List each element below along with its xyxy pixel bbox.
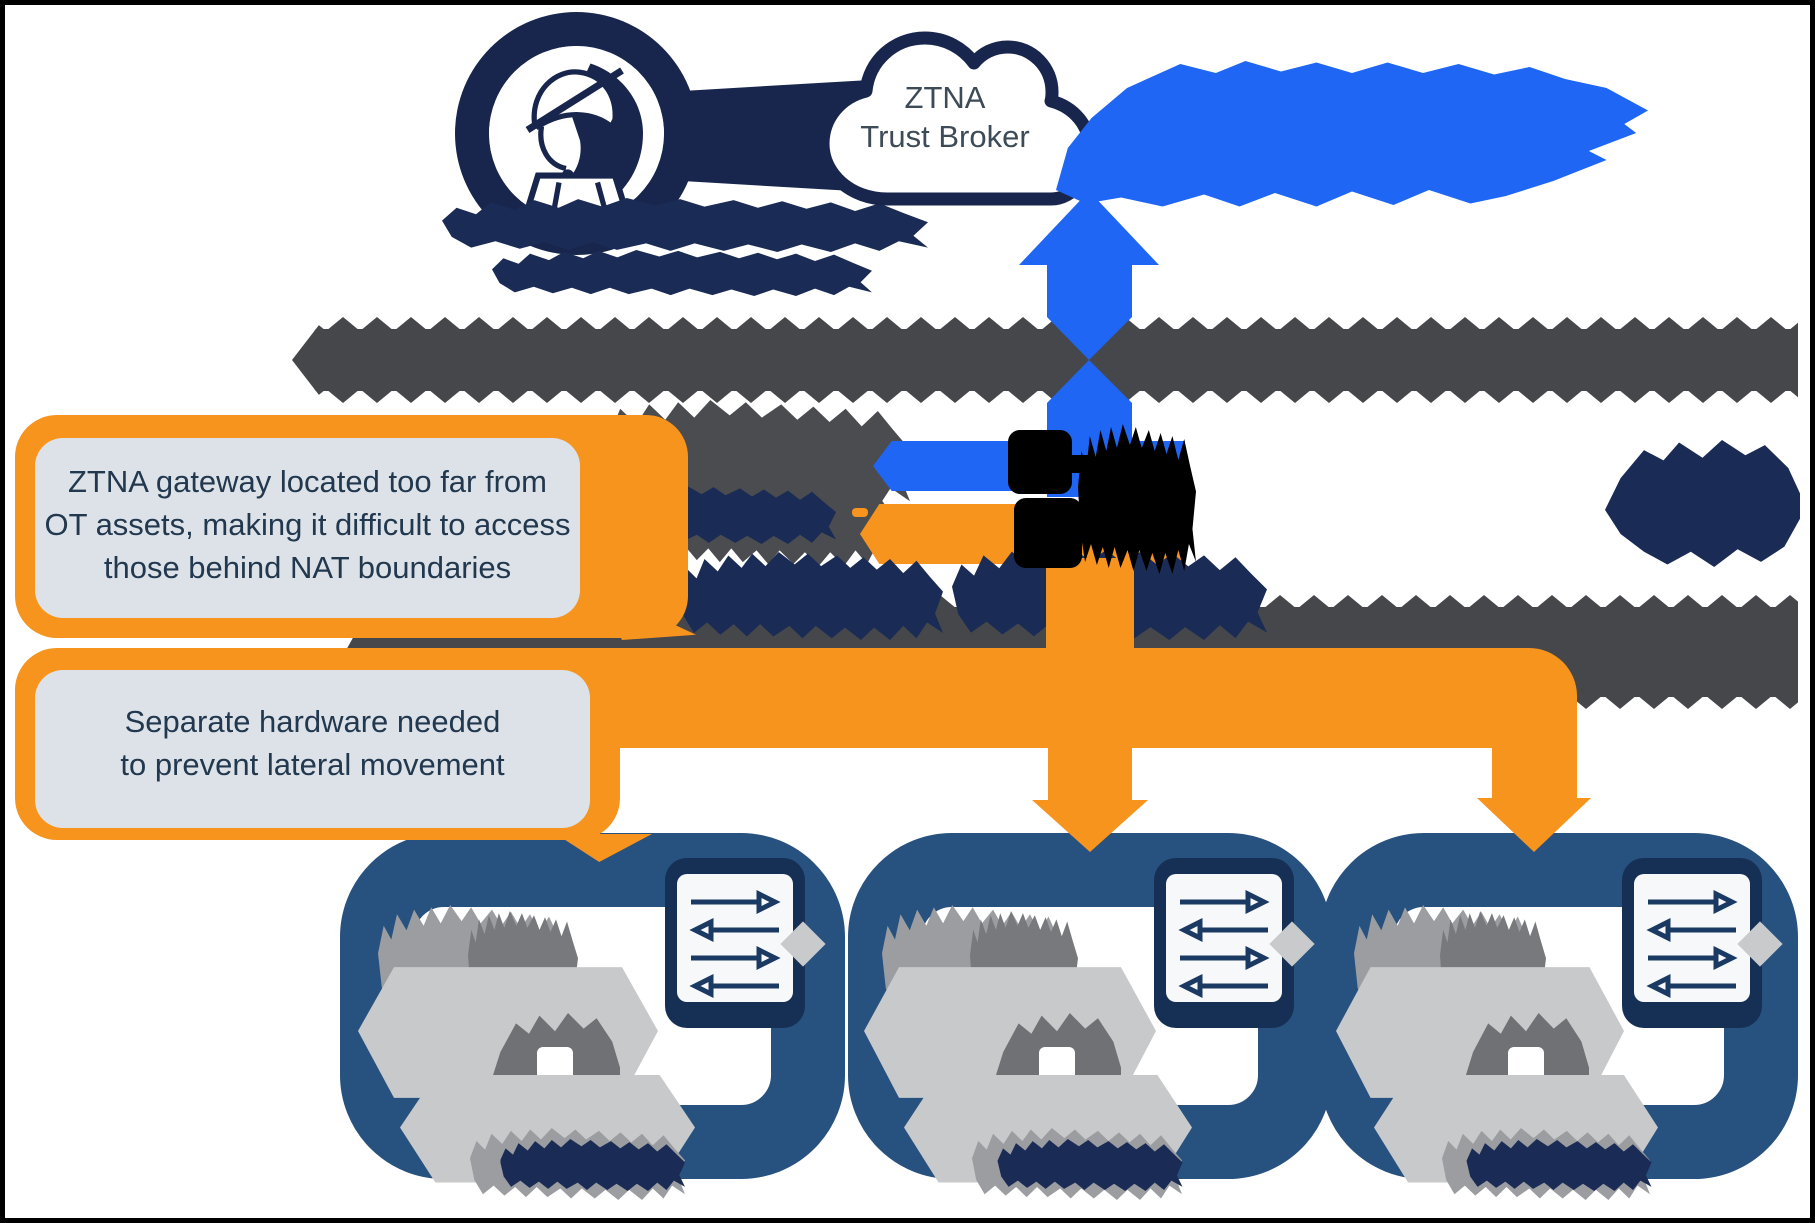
cloud-icon [816,31,1097,206]
cloud-label-line1: ZTNA [904,80,986,115]
illegible-black-icon-bridge [1062,455,1092,473]
callout-hardware-bubble: Separate hardware needed to prevent late… [35,670,590,828]
callout-nat-line1: ZTNA gateway located too far from [68,464,547,499]
switch-panel [1622,858,1783,1028]
remote-user-label-garbled-line2 [492,250,872,296]
cloud-label-line2: Trust Broker [860,119,1030,154]
cloud-label: ZTNA Trust Broker [810,78,1080,156]
callout-hw-line1: Separate hardware needed [124,704,501,739]
switch-panel [665,858,826,1028]
cell-area-1 [340,833,845,1200]
callout-hw-line2: to prevent lateral movement [120,747,505,782]
network-switch-arrows-icon [1634,874,1750,1002]
band-teeth [292,389,1798,403]
switch-panel [1154,858,1315,1028]
illegible-black-icon [1008,430,1072,494]
orange-drop-2 [1048,748,1132,806]
upper-network-band [292,317,1798,403]
blue-route-text-garbled [1056,61,1648,207]
hard-hat-worker-icon [489,46,664,221]
remote-worker-badge [455,12,698,255]
callout-nat-bubble: ZTNA gateway located too far from OT ass… [35,438,580,618]
cell-area-2 [848,833,1332,1200]
orange-dash [852,508,868,517]
band-teeth [292,317,1798,331]
dmz-label-garbled [1605,440,1800,567]
orange-vertical-link [1046,558,1134,654]
network-switch-arrows-icon [677,874,793,1002]
callout-nat-line2: OT assets, making it difficult to access [44,507,571,542]
callout-nat-line3: those behind NAT boundaries [103,550,512,585]
cell-area-3 [1320,833,1798,1200]
network-switch-arrows-icon [1166,874,1282,1002]
illegible-black-icon-bridge2 [1066,520,1092,536]
orange-drop-3 [1492,696,1577,804]
